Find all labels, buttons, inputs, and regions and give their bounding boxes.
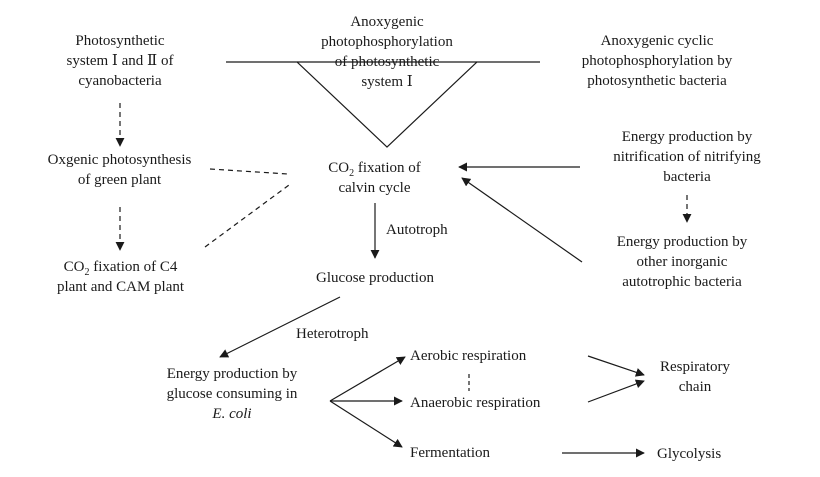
arrow-inorganic-to-calvin <box>461 177 583 263</box>
edge-label-heterotroph: Heterotroph <box>296 326 369 342</box>
node-energy-production-inorganic-autotrophic: Energy production by other inorganic aut… <box>616 234 748 290</box>
node-glucose-production: Glucose production <box>316 270 434 286</box>
node-co2-fixation-c4-cam: CO2 fixation of C4 plant and CAM plant <box>56 259 185 295</box>
arrow-ecoli-to-aerobic <box>329 356 406 402</box>
arrow-ecoli-to-fermentation <box>329 400 403 448</box>
node-respiratory-chain: Respiratory chain <box>660 359 730 395</box>
edge-label-autotroph: Autotroph <box>386 222 448 238</box>
node-anaerobic-respiration: Anaerobic respiration <box>410 395 541 411</box>
node-anoxygenic-photophosphorylation-ps1: Anoxygenic photophosphorylation of photo… <box>321 14 453 90</box>
node-anoxygenic-cyclic-photophosphorylation: Anoxygenic cyclic photophosphorylation b… <box>581 33 733 89</box>
arrow-anaerobic-to-respiratory-chain <box>587 379 645 403</box>
dashed-link-c4-to-calvin <box>204 184 290 248</box>
triangle-connector <box>226 61 540 148</box>
node-glycolysis: Glycolysis <box>657 446 722 462</box>
node-aerobic-respiration: Aerobic respiration <box>410 348 527 364</box>
node-fermentation: Fermentation <box>410 445 490 461</box>
dashed-link-green-to-calvin <box>209 168 289 175</box>
node-co2-fixation-calvin-cycle: CO2 fixation of calvin cycle <box>328 160 421 196</box>
node-energy-production-nitrification: Energy production by nitrification of ni… <box>613 129 761 185</box>
node-oxygenic-photosynthesis-green-plant: Oxgenic photosynthesis of green plant <box>47 152 192 188</box>
node-photosynthetic-system-cyanobacteria: Photosynthetic system Ⅰ and Ⅱ of cyanoba… <box>66 33 174 89</box>
node-energy-production-ecoli: Energy production by glucose consuming i… <box>166 366 298 422</box>
arrow-glucose-to-ecoli <box>219 296 341 358</box>
arrow-aerobic-to-respiratory-chain <box>587 355 645 377</box>
